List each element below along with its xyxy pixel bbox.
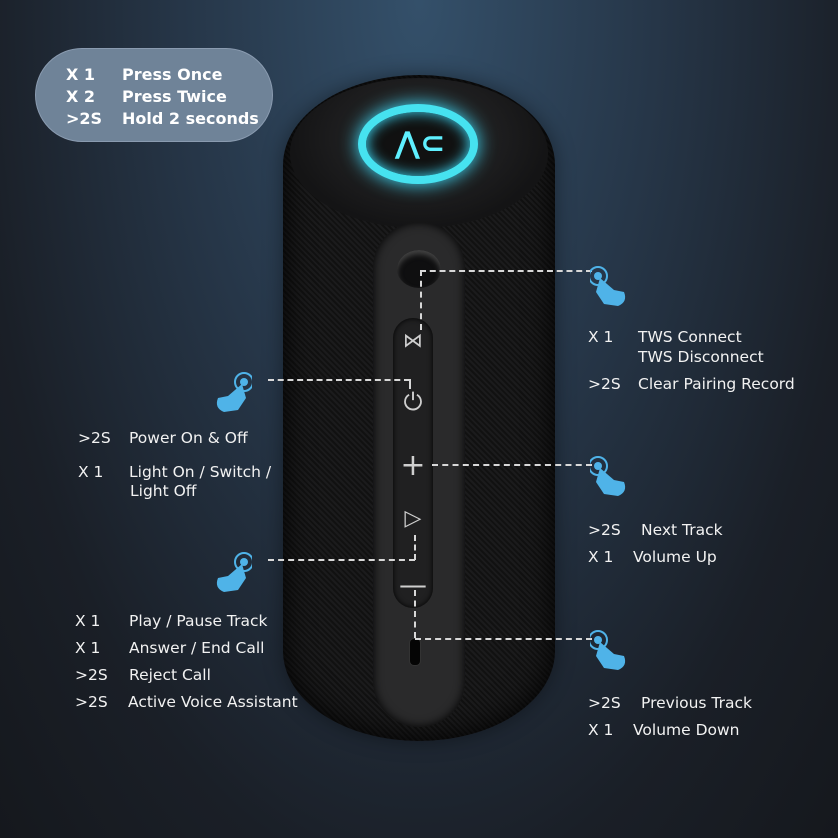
play-desc: X 1 Play / Pause Track: [75, 612, 267, 630]
connector-line: [420, 270, 422, 330]
tws-desc: X 1 TWS Connect: [588, 328, 742, 346]
legend-label: Press Once: [122, 65, 223, 84]
action-key: >2S: [75, 693, 108, 711]
action-label: Volume Up: [633, 548, 717, 566]
action-key: X 1: [588, 328, 614, 346]
action-key: X 1: [588, 721, 614, 739]
bluetooth-tws-icon[interactable]: ⋈: [403, 328, 423, 352]
action-label: Active Voice Assistant: [128, 693, 298, 711]
connector-line: [414, 535, 416, 560]
legend-box: X 1 Press Once X 2 Press Twice >2S Hold 2 s…: [35, 48, 273, 142]
action-label: Volume Down: [633, 721, 740, 739]
action-label: TWS Connect: [638, 328, 742, 346]
tws-button[interactable]: [397, 250, 441, 288]
action-key: >2S: [75, 666, 108, 684]
action-key: X 1: [78, 463, 104, 481]
plus-desc: X 1 Volume Up: [588, 548, 717, 566]
tws-desc: TWS Disconnect: [638, 348, 764, 366]
action-label: Light On / Switch /: [129, 463, 272, 481]
legend-label: Press Twice: [122, 87, 227, 106]
action-key: >2S: [588, 694, 621, 712]
button-strip: ⋈ ⏻ + ▷ —: [393, 318, 433, 608]
action-key: X 1: [75, 612, 101, 630]
action-key: >2S: [588, 521, 621, 539]
connector-line: [415, 638, 592, 640]
play-button-icon[interactable]: ▷: [404, 506, 422, 531]
plus-desc: >2S Next Track: [588, 521, 723, 539]
power-desc: Light Off: [130, 482, 197, 500]
hand-tap-icon: [216, 552, 252, 592]
hand-tap-icon: [216, 372, 252, 412]
hand-tap-icon: [590, 266, 626, 306]
action-key: X 1: [75, 639, 101, 657]
connector-line: [414, 590, 416, 638]
power-desc: >2S Power On & Off: [78, 429, 248, 447]
volume-down-button-icon[interactable]: —: [399, 568, 427, 601]
connector-line: [268, 379, 410, 381]
brand-logo: ⋀⊂: [394, 126, 446, 161]
connector-line: [268, 559, 415, 561]
hand-tap-icon: [590, 456, 626, 496]
play-desc: >2S Active Voice Assistant: [75, 693, 298, 711]
action-label: Play / Pause Track: [129, 612, 268, 630]
action-label: Light Off: [130, 482, 197, 500]
power-desc: X 1 Light On / Switch /: [78, 463, 271, 481]
legend-label: Hold 2 seconds: [122, 109, 259, 128]
action-label: Clear Pairing Record: [638, 375, 795, 393]
legend-key: X 1: [66, 65, 96, 84]
connector-line: [409, 379, 411, 389]
play-desc: X 1 Answer / End Call: [75, 639, 264, 657]
action-label: Next Track: [641, 521, 723, 539]
action-label: TWS Disconnect: [638, 348, 764, 366]
play-desc: >2S Reject Call: [75, 666, 211, 684]
connector-line: [420, 270, 592, 272]
minus-desc: >2S Previous Track: [588, 694, 752, 712]
action-label: Previous Track: [641, 694, 752, 712]
minus-desc: X 1 Volume Down: [588, 721, 740, 739]
light-ring: [358, 104, 478, 184]
volume-up-button-icon[interactable]: +: [400, 448, 426, 483]
action-key: X 1: [588, 548, 614, 566]
action-label: Reject Call: [129, 666, 211, 684]
usb-port: [409, 638, 421, 666]
action-key: >2S: [588, 375, 621, 393]
tws-desc: >2S Clear Pairing Record: [588, 375, 795, 393]
legend-key: X 2: [66, 87, 96, 106]
action-label: Answer / End Call: [129, 639, 265, 657]
hand-tap-icon: [590, 630, 626, 670]
action-key: >2S: [78, 429, 111, 447]
power-button-icon[interactable]: ⏻: [403, 388, 423, 416]
connector-line: [432, 464, 592, 466]
legend-key: >2S: [66, 109, 103, 128]
action-label: Power On & Off: [129, 429, 248, 447]
